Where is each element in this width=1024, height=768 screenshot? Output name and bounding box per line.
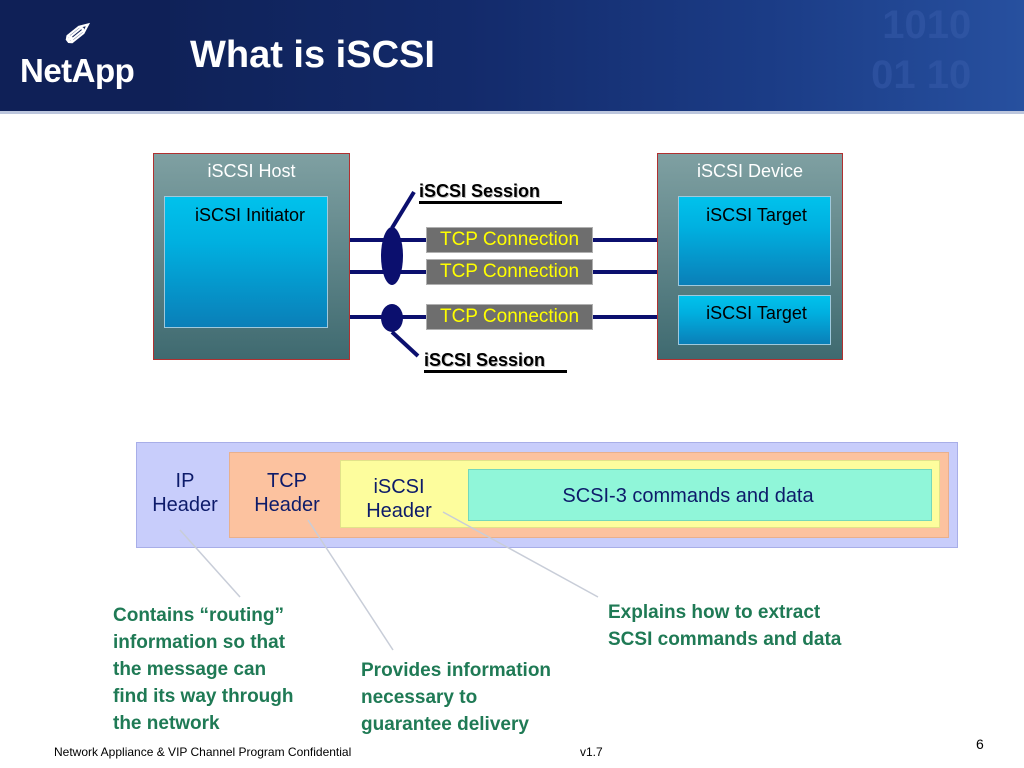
iscsi-target-label-2: iSCSI Target [706, 303, 807, 323]
tcp-connection-1: TCP Connection [426, 227, 593, 253]
iscsi-header-label: iSCSI Header [352, 475, 446, 523]
iscsi-session-label-top: iSCSI Session [419, 181, 541, 201]
iscsi-note-line: SCSI commands and data [608, 629, 842, 650]
tcp-note-line: Provides information [361, 660, 552, 681]
callout-tcp-line [307, 519, 394, 651]
ip-header-line2: Header [152, 494, 218, 516]
tcp-note-line: necessary to [361, 687, 478, 708]
session-ellipse-bottom [381, 304, 403, 332]
header-separator [0, 111, 1024, 114]
iscsi-host-title: iSCSI Host [207, 161, 296, 181]
packet-scsi-layer [468, 469, 932, 521]
ip-note-line: the network [113, 713, 220, 734]
session-underline-bottom [424, 370, 567, 373]
footer-confidential: Network Appliance & VIP Channel Program … [54, 745, 352, 759]
ip-note-line: the message can [113, 659, 267, 680]
tcp-connection-3: TCP Connection [426, 304, 593, 330]
page-number: 6 [976, 736, 984, 752]
iscsi-initiator-box [164, 196, 328, 328]
iscsi-device-title: iSCSI Device [696, 161, 804, 181]
page-title: What is iSCSI [190, 34, 435, 76]
iscsi-note-line: Explains how to extract [608, 602, 821, 623]
callout-ip-line [179, 529, 241, 598]
session-ellipse-top [381, 227, 403, 285]
tcp-header-label: TCP Header [240, 469, 334, 517]
tcp-header-line2: Header [254, 494, 320, 516]
iscsi-header-line1: iSCSI [373, 476, 425, 498]
ip-header-label: IP Header [140, 469, 230, 517]
session-pointer-bottom [390, 330, 420, 358]
iscsi-header-line2: Header [366, 500, 432, 522]
header-banner [0, 0, 1024, 111]
netapp-logo-icon: ✐ [62, 19, 88, 52]
logo-area [0, 0, 170, 111]
ip-header-note: Contains “routing” information so that t… [113, 602, 353, 737]
tcp-header-line1: TCP [267, 470, 307, 492]
iscsi-target-box-1 [678, 196, 831, 286]
ip-note-line: Contains “routing” [113, 605, 284, 626]
footer-version: v1.7 [580, 745, 603, 759]
iscsi-header-note: Explains how to extract SCSI commands an… [608, 599, 908, 653]
session-underline-top [419, 201, 562, 204]
iscsi-target-label-1: iSCSI Target [706, 205, 807, 225]
callout-iscsi-line [442, 511, 599, 598]
banner-decoration: 1010 01 10 [860, 3, 972, 97]
tcp-note-line: guarantee delivery [361, 714, 529, 735]
iscsi-session-label-bottom: iSCSI Session [424, 350, 546, 370]
iscsi-target-box-2 [678, 295, 831, 345]
session-pointer-top [390, 190, 416, 230]
ip-note-line: information so that [113, 632, 286, 653]
ip-note-line: find its way through [113, 686, 294, 707]
tcp-header-note: Provides information necessary to guaran… [361, 657, 611, 738]
scsi-data-label: SCSI-3 commands and data [562, 485, 814, 507]
ip-header-line1: IP [175, 470, 195, 492]
tcp-connection-2: TCP Connection [426, 259, 593, 285]
iscsi-initiator-label: iSCSI Initiator [194, 205, 306, 225]
netapp-logo-text: NetApp [20, 52, 135, 89]
